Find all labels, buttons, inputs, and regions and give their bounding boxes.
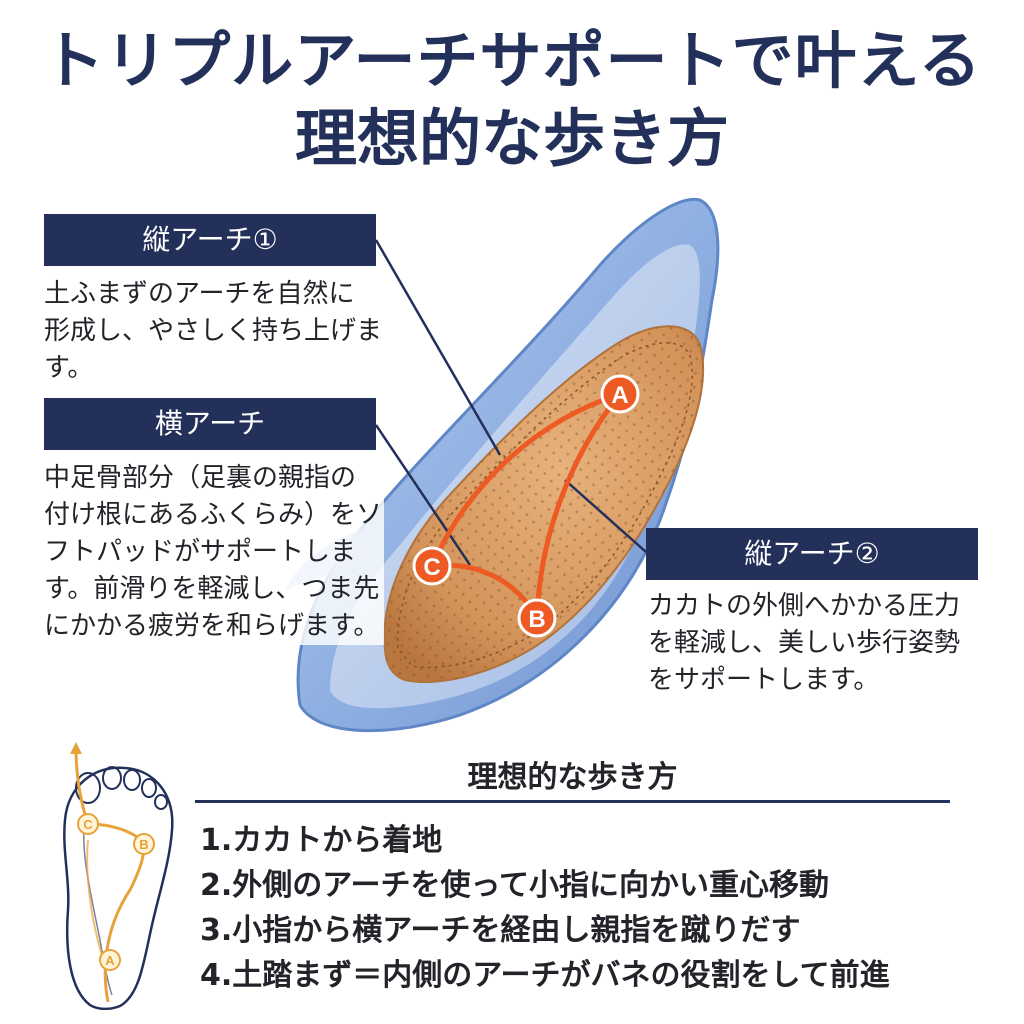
point-b-marker: B (517, 598, 557, 638)
transverse-line: 付け根にあるふくらみ）をソ (44, 500, 383, 530)
arch1-line: 土ふまずのアーチを自然に (44, 279, 355, 309)
headline-line-2: 理想的な歩き方 (294, 102, 729, 175)
walk-step: 4.土踏まず＝内側のアーチがバネの役割をして前進 (200, 958, 890, 993)
arch2-line: カカトの外側へかかる圧力 (648, 591, 961, 621)
arch2-line: をサポートします。 (648, 665, 880, 695)
walk-step: 3.小指から横アーチを経由し親指を蹴りだす (200, 913, 801, 948)
walk-steps: 1.カカトから着地 2.外側のアーチを使って小指に向かい重心移動 3.小指から横… (200, 818, 890, 998)
arch2-description: カカトの外側へかかる圧力 を軽減し、美しい歩行姿勢 をサポートします。 (648, 588, 988, 699)
foot-point-c: C (83, 817, 93, 832)
walk-title: 理想的な歩き方 (467, 760, 678, 795)
point-c-marker: C (412, 546, 452, 586)
transverse-description: 中足骨部分（足裏の親指の 付け根にあるふくらみ）をソ フトパッドがサポートしま … (44, 460, 384, 645)
foot-point-b: B (139, 837, 148, 852)
foot-point-a: A (105, 953, 115, 968)
arch1-label-box: 縦アーチ① (44, 214, 376, 266)
walk-divider (195, 800, 950, 803)
arch2-line: を軽減し、美しい歩行姿勢 (648, 628, 961, 658)
footprint-diagram: C B A (63, 742, 174, 1010)
arch1-line: す。 (44, 353, 94, 383)
headline: トリプルアーチサポートで叶える 理想的な歩き方 (0, 22, 1024, 178)
transverse-line: 中足骨部分（足裏の親指の (44, 463, 357, 493)
arch1-description: 土ふまずのアーチを自然に 形成し、やさしく持ち上げま す。 (44, 276, 384, 387)
point-a-label: A (611, 382, 628, 409)
arch-line-ab (534, 392, 622, 619)
arch2-label-box: 縦アーチ② (646, 528, 978, 580)
arch1-line: 形成し、やさしく持ち上げま (44, 316, 383, 346)
point-a-marker: A (600, 374, 640, 414)
arch-line-ca (429, 391, 621, 568)
headline-line-1: トリプルアーチサポートで叶える (42, 24, 982, 97)
transverse-line: フトパッドがサポートしま (44, 537, 357, 567)
walk-step: 2.外側のアーチを使って小指に向かい重心移動 (200, 868, 829, 903)
walk-path (103, 841, 146, 1003)
point-b-label: B (528, 606, 545, 633)
transverse-line: す。前滑りを軽減し、つま先 (44, 574, 380, 604)
transverse-label-box: 横アーチ (44, 398, 376, 450)
point-c-label: C (423, 554, 440, 581)
foot-outline (63, 766, 174, 1010)
walk-step: 1.カカトから着地 (200, 823, 443, 858)
transverse-line: にかかる疲労を和らげます。 (44, 611, 380, 641)
